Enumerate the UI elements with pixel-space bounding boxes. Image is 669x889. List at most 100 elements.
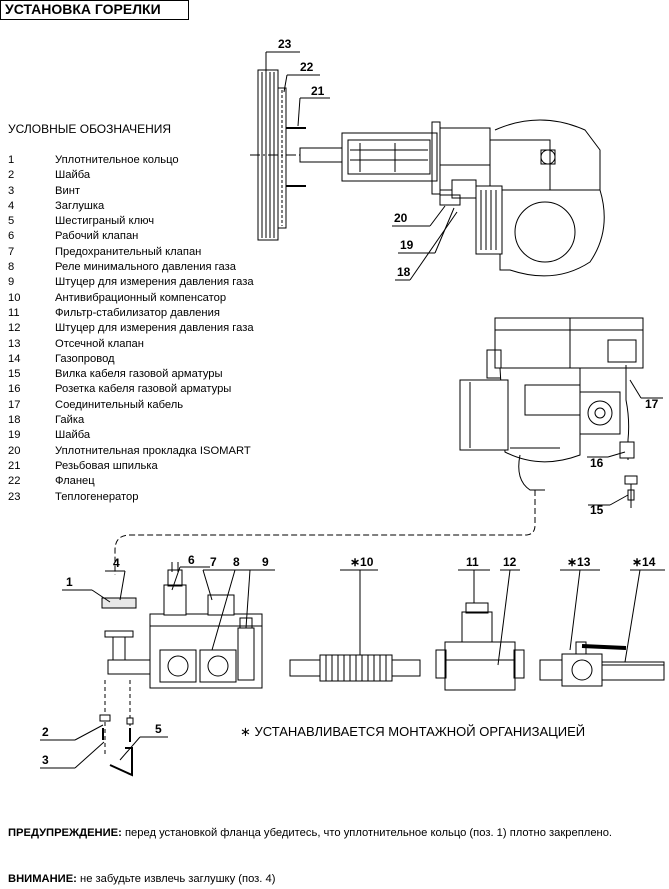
burner-front-view (459, 317, 644, 491)
legend-item: 22 Фланец (8, 474, 254, 489)
legend-label: Розетка кабеля газовой арматуры (55, 383, 232, 396)
legend-label: Предохранительный клапан (55, 245, 202, 258)
legend-label: Уплотнительная прокладка ISOMART (55, 444, 251, 457)
cable-plug (624, 475, 638, 508)
callout-17: 17 (645, 397, 659, 411)
legend-num: 21 (8, 459, 21, 472)
callout-11: 11 (466, 555, 479, 569)
legend-item: 21 Резьбовая шпилька (8, 459, 254, 474)
legend-num: 2 (8, 169, 15, 182)
legend-item: 14 Газопровод (8, 352, 254, 367)
callout-9: 9 (262, 555, 269, 569)
legend-num: 16 (8, 383, 21, 396)
heat-generator-wall (250, 69, 345, 241)
legend-label: Газопровод (55, 352, 115, 365)
callout-18: 18 (397, 265, 411, 279)
legend-num: 17 (8, 398, 21, 411)
legend-label: Фланец (55, 475, 95, 488)
legend-num: 7 (8, 245, 15, 258)
legend-item: 12 Штуцер для измерения давления газа (8, 321, 254, 336)
filter-stabilizer (435, 602, 525, 691)
legend-label: Уплотнительное кольцо (55, 154, 179, 166)
legend-label: Шайба (55, 169, 91, 182)
callout-leaders-mid (587, 379, 663, 506)
legend-label: Теплогенератор (55, 490, 139, 503)
callout-13: ∗13 (567, 555, 591, 569)
legend-label: Антивибрационный компенсатор (55, 291, 227, 304)
legend-num: 14 (8, 352, 21, 365)
legend-item: 1 Уплотнительное кольцо (8, 153, 254, 168)
attention-note: ВНИМАНИЕ: не забудьте извлечь заглушку (… (8, 873, 275, 885)
callout-8: 8 (233, 555, 240, 569)
legend-item: 3 Винт (8, 184, 254, 199)
multiblock-valve (149, 562, 263, 689)
callout-12: 12 (503, 555, 517, 569)
legend-num: 3 (8, 184, 15, 197)
legend-item: 23 Теплогенератор (8, 490, 254, 505)
warning-text: перед установкой фланца убедитесь, что у… (124, 827, 613, 839)
attention-text: не забудьте извлечь заглушку (поз. 4) (80, 873, 276, 885)
legend-num: 4 (8, 199, 15, 212)
legend-item: 10 Антивибрационный компенсатор (8, 291, 254, 306)
legend-list: 1 Уплотнительное кольцо 2 Шайба 3 Винт 4 Заг… (8, 153, 254, 505)
callout-2: 2 (42, 725, 49, 739)
legend-label: Штуцер для измерения давления газа (55, 276, 254, 289)
legend-num: 20 (8, 444, 21, 457)
threaded-studs (286, 127, 306, 187)
warning-label: ПРЕДУПРЕЖДЕНИЕ: (8, 827, 122, 839)
legend-num: 10 (8, 291, 21, 304)
legend-num: 8 (8, 261, 15, 274)
legend-heading: УСЛОВНЫЕ ОБОЗНАЧЕНИЯ (8, 122, 172, 136)
callout-1: 1 (66, 575, 73, 589)
callout-23: 23 (278, 37, 292, 51)
callout-14: ∗14 (632, 555, 656, 569)
callout-20: 20 (394, 211, 408, 225)
callout-4: 4 (113, 556, 120, 570)
callout-labels: 23 22 21 20 19 18 17 16 15 1 4 6 7 8 9 ∗… (42, 37, 659, 767)
legend-label: Соединительный кабель (55, 398, 184, 411)
legend-label: Реле минимального давления газа (55, 261, 236, 274)
callout-7: 7 (210, 555, 217, 569)
page-title: УСТАНОВКА ГОРЕЛКИ (0, 0, 189, 20)
legend-label: Винт (55, 184, 81, 197)
legend-label: Резьбовая шпилька (55, 459, 158, 472)
legend-num: 12 (8, 322, 21, 335)
callout-3: 3 (42, 753, 49, 767)
install-note: ∗ УСТАНАВЛИВАЕТСЯ МОНТАЖНОЙ ОРГАНИЗАЦИЕЙ (240, 724, 586, 739)
legend-num: 22 (8, 475, 21, 488)
callout-6: 6 (188, 553, 195, 567)
gas-connection-path (114, 490, 536, 575)
anti-vibration-compensator (289, 654, 421, 682)
callout-10: ∗10 (350, 555, 374, 569)
legend-num: 15 (8, 368, 21, 381)
burner-side-view (299, 119, 605, 277)
callout-15: 15 (590, 503, 604, 517)
legend-num: 1 (8, 154, 15, 166)
legend-num: 19 (8, 429, 21, 442)
callout-22: 22 (300, 60, 314, 74)
callout-19: 19 (400, 238, 414, 252)
legend-label: Гайка (55, 414, 85, 427)
legend-item: 4 Заглушка (8, 199, 254, 214)
legend-num: 18 (8, 414, 21, 427)
legend-num: 11 (8, 306, 20, 319)
legend-item: 2 Шайба (8, 168, 254, 183)
legend-label: Отсечной клапан (55, 337, 144, 350)
legend-item: 7 Предохранительный клапан (8, 245, 254, 260)
legend-label: Заглушка (55, 199, 105, 212)
legend-num: 23 (8, 490, 21, 503)
legend-label: Шестиграный ключ (55, 215, 155, 228)
legend-num: 9 (8, 276, 15, 289)
legend-item: 16 Розетка кабеля газовой арматуры (8, 382, 254, 397)
legend-label: Штуцер для измерения давления газа (55, 322, 254, 335)
shutoff-valve (539, 641, 627, 687)
callout-21: 21 (311, 84, 325, 98)
o-ring-flange (101, 597, 155, 675)
legend-item: 20 Уплотнительная прокладка ISOMART (8, 444, 254, 459)
